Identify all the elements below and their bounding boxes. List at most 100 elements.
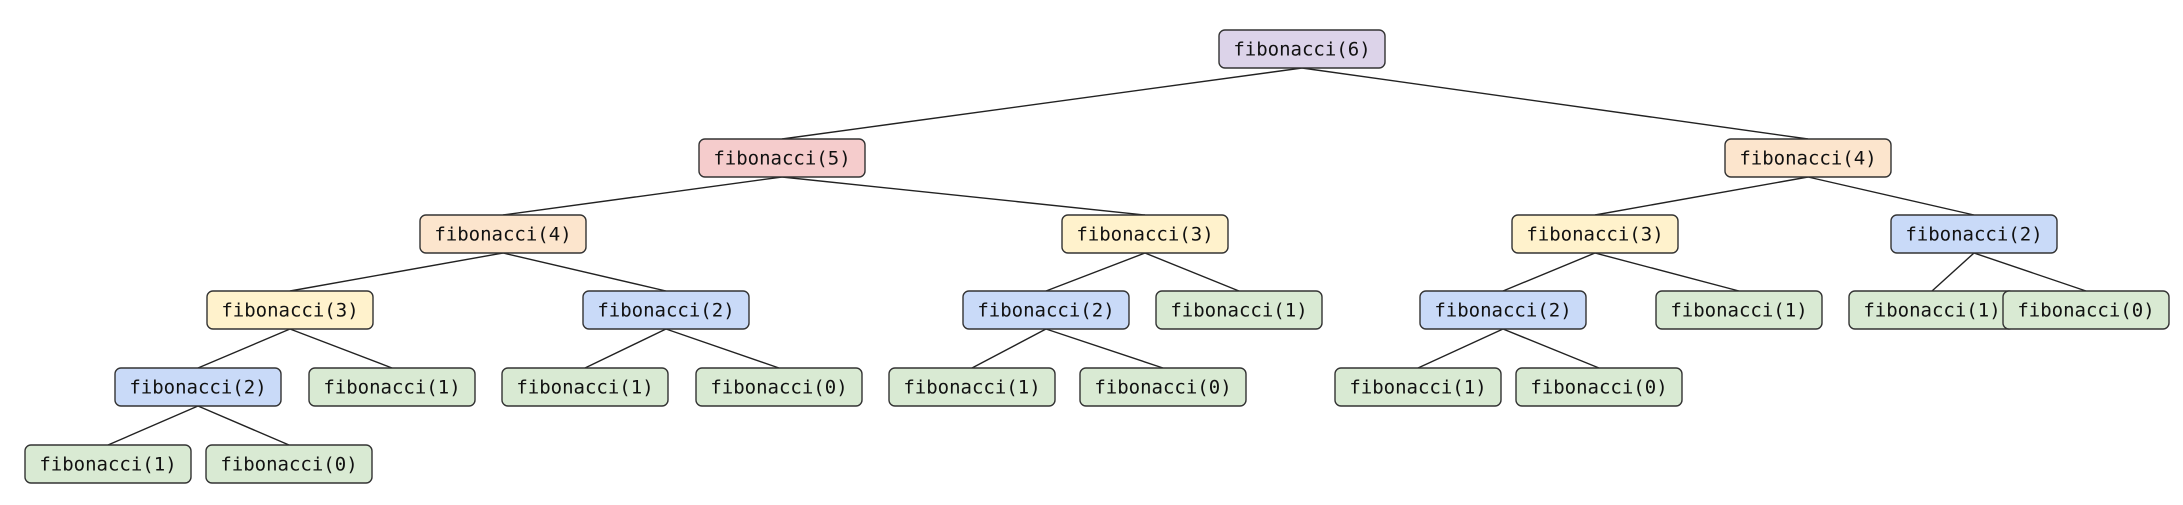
node-box [1890,214,2058,254]
tree-node: fibonacci(0) [205,444,373,484]
node-box [1155,290,1323,330]
tree-edge [971,328,1047,369]
node-label: fibonacci(4) [434,224,571,246]
node-label: fibonacci(2) [977,300,1114,322]
tree-node: fibonacci(1) [308,367,476,407]
tree-edge [781,67,1303,140]
tree-nodes: fibonacci(6) fibonacci(5) fibonacci(4) fibo… [24,29,2170,484]
tree-node: fibonacci(0) [1515,367,1683,407]
node-label: fibonacci(1) [1670,300,1807,322]
tree-node: fibonacci(2) [1419,290,1587,330]
tree-node: fibonacci(1) [1848,290,2016,330]
tree-node: fibonacci(2) [1890,214,2058,254]
tree-node: fibonacci(2) [962,290,1130,330]
tree-edge [1301,67,1809,140]
tree-edge [665,328,780,369]
tree-node: fibonacci(0) [1079,367,1247,407]
node-box [698,138,866,178]
node-box [582,290,750,330]
node-box [1511,214,1679,254]
node-box [1079,367,1247,407]
node-box [1218,29,1386,69]
tree-edge [584,328,667,369]
tree-edge [1973,252,2087,292]
node-label: fibonacci(2) [129,377,266,399]
tree-edges [107,67,2087,446]
node-label: fibonacci(3) [1526,224,1663,246]
node-box [2002,290,2170,330]
node-label: fibonacci(1) [1170,300,1307,322]
node-label: fibonacci(0) [1530,377,1667,399]
node-box [1419,290,1587,330]
node-label: fibonacci(0) [710,377,847,399]
node-label: fibonacci(3) [221,300,358,322]
node-label: fibonacci(0) [220,454,357,476]
node-box [1334,367,1502,407]
tree-node: fibonacci(6) [1218,29,1386,69]
tree-edge [1807,176,1975,216]
tree-node: fibonacci(1) [1155,290,1323,330]
node-box [888,367,1056,407]
tree-edge [1931,252,1975,292]
tree-edge [1594,176,1809,216]
node-label: fibonacci(1) [1863,300,2000,322]
tree-edge [1594,252,1740,292]
tree-edge [197,405,290,446]
tree-node: fibonacci(1) [1334,367,1502,407]
node-box [205,444,373,484]
tree-node: fibonacci(1) [888,367,1056,407]
tree-edge [107,405,199,446]
tree-node: fibonacci(0) [695,367,863,407]
node-box [501,367,669,407]
node-label: fibonacci(1) [903,377,1040,399]
node-box [1515,367,1683,407]
tree-edge [781,176,1146,216]
tree-edge [289,252,504,292]
tree-edge [197,328,291,369]
tree-edge [502,176,783,216]
node-box [24,444,192,484]
tree-node: fibonacci(0) [2002,290,2170,330]
tree-edge [289,328,393,369]
tree-edge [1045,328,1164,369]
tree-node: fibonacci(3) [206,290,374,330]
tree-edge [1045,252,1146,292]
node-label: fibonacci(5) [713,148,850,170]
node-label: fibonacci(0) [2017,300,2154,322]
node-box [1061,214,1229,254]
node-box [114,367,282,407]
tree-node: fibonacci(3) [1511,214,1679,254]
tree-node: fibonacci(3) [1061,214,1229,254]
tree-node: fibonacci(1) [1655,290,1823,330]
node-box [419,214,587,254]
tree-edge [502,252,667,292]
node-label: fibonacci(2) [1905,224,2042,246]
tree-node: fibonacci(1) [501,367,669,407]
node-label: fibonacci(0) [1094,377,1231,399]
node-label: fibonacci(3) [1076,224,1213,246]
node-label: fibonacci(1) [516,377,653,399]
tree-edge [1144,252,1240,292]
node-label: fibonacci(2) [597,300,734,322]
tree-node: fibonacci(2) [582,290,750,330]
tree-edge [1502,252,1596,292]
node-label: fibonacci(2) [1434,300,1571,322]
node-box [206,290,374,330]
tree-node: fibonacci(2) [114,367,282,407]
node-box [962,290,1130,330]
tree-node: fibonacci(4) [1724,138,1892,178]
tree-node: fibonacci(1) [24,444,192,484]
node-box [308,367,476,407]
tree-edge [1417,328,1504,369]
node-label: fibonacci(4) [1739,148,1876,170]
node-box [1724,138,1892,178]
node-label: fibonacci(6) [1233,39,1370,61]
node-label: fibonacci(1) [1349,377,1486,399]
tree-node: fibonacci(5) [698,138,866,178]
node-label: fibonacci(1) [39,454,176,476]
tree-node: fibonacci(4) [419,214,587,254]
node-box [1655,290,1823,330]
node-box [695,367,863,407]
node-label: fibonacci(1) [323,377,460,399]
